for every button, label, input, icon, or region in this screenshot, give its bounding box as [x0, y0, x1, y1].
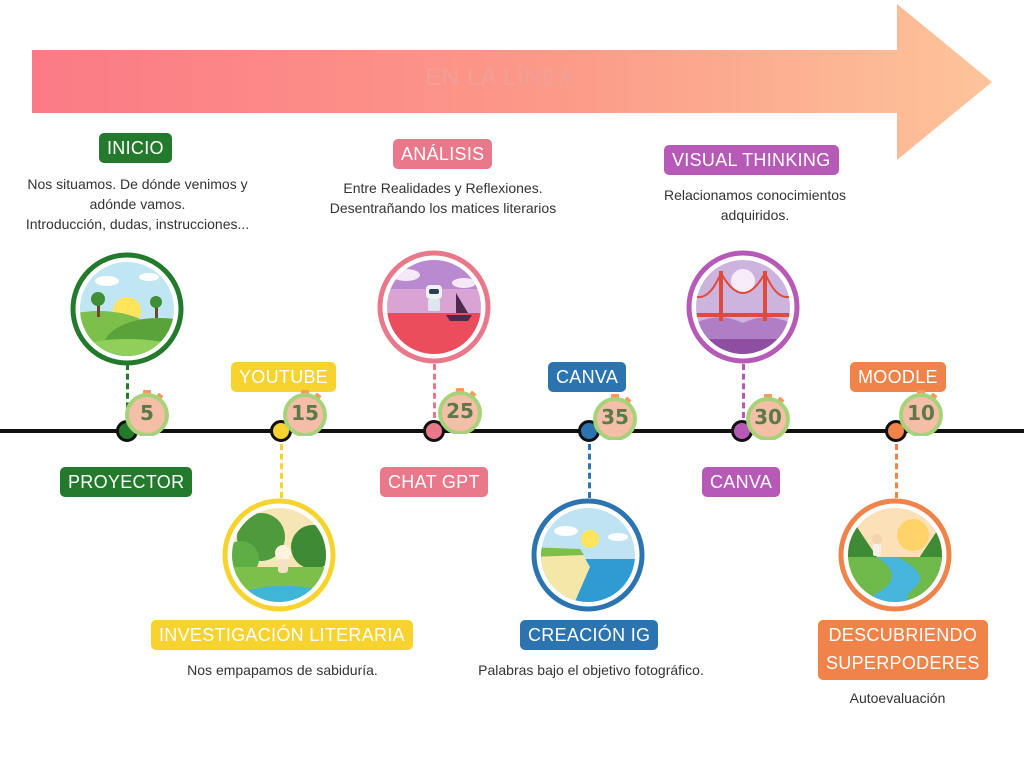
description-line: Nos situamos. De dónde venimos y: [27, 176, 248, 192]
robot-sailboat-icon: [377, 250, 491, 364]
tool-tag-moodle: MOODLE: [850, 362, 946, 392]
sunrise-hills-icon: [70, 252, 184, 366]
stage-title-descubriendo-superpoderes: DESCUBRIENDO SUPERPODERES: [818, 620, 988, 680]
stage-title-creacion-ig: CREACIÓN IG: [520, 620, 659, 650]
title-line: DESCUBRIENDO: [828, 625, 978, 645]
description-line: Relacionamos conocimientos: [663, 187, 847, 203]
description-line: Introducción, dudas, instrucciones...: [25, 216, 250, 232]
duration-label: 25: [446, 399, 474, 423]
title-line: SUPERPODERES: [826, 653, 980, 673]
page-title: EN LA LÍNEA: [425, 64, 575, 91]
connector-analisis: [433, 364, 436, 418]
description-line: Desentrañando los matices literarios: [329, 200, 557, 216]
stage-title-investigacion-literaria: INVESTIGACIÓN LITERARIA: [151, 620, 413, 650]
stopwatch-icon: 25: [437, 388, 483, 435]
connector-investigacion: [280, 444, 283, 498]
stage-title-analisis: ANÁLISIS: [393, 139, 493, 169]
connector-inicio: [126, 364, 129, 418]
duration-label: 30: [754, 405, 782, 429]
forest-river-icon: [222, 498, 336, 612]
description-line: Nos empapamos de sabiduría.: [187, 662, 378, 678]
stage-title-inicio: INICIO: [99, 133, 172, 163]
golden-gate-bridge-icon: [686, 250, 800, 364]
stopwatch-icon: 30: [745, 394, 791, 441]
stopwatch-icon: 15: [282, 390, 328, 437]
timeline-line: [0, 429, 1024, 433]
coast-cliffs-icon: [531, 498, 645, 612]
timeline-dot-superpoderes: [885, 420, 907, 442]
tool-tag-chat-gpt: CHAT GPT: [380, 467, 488, 497]
tool-tag-proyector: PROYECTOR: [60, 467, 193, 497]
tool-tag-youtube: YOUTUBE: [231, 362, 337, 392]
stage-description-creacion: Palabras bajo el objetivo fotográfico.: [460, 660, 722, 680]
duration-label: 5: [140, 401, 154, 425]
connector-visual-thinking: [742, 364, 745, 418]
stage-title-visual-thinking: VISUAL THINKING: [664, 145, 839, 175]
description-line: adónde vamos.: [89, 196, 186, 212]
description-line: Palabras bajo el objetivo fotográfico.: [478, 662, 704, 678]
description-line: Autoevaluación: [849, 690, 946, 706]
stage-description-superpoderes: Autoevaluación: [820, 688, 975, 708]
connector-creacion: [588, 444, 591, 498]
header-arrow: [32, 4, 992, 160]
stage-description-analisis: Entre Realidades y Reflexiones. Desentra…: [313, 178, 573, 218]
timeline-dot-analisis: [423, 420, 445, 442]
stage-description-investigacion: Nos empapamos de sabiduría.: [150, 660, 415, 680]
description-line: Entre Realidades y Reflexiones.: [343, 180, 543, 196]
duration-label: 35: [601, 405, 629, 429]
stage-description-inicio: Nos situamos. De dónde venimos y adónde …: [10, 174, 265, 234]
duration-label: 10: [907, 401, 935, 425]
stopwatch-icon: 10: [898, 390, 944, 437]
hiker-river-icon: [838, 498, 952, 612]
tool-tag-canva: CANVA: [548, 362, 627, 392]
stage-description-visual-thinking: Relacionamos conocimientos adquiridos.: [630, 185, 880, 225]
tool-tag-canva-visual: CANVA: [702, 467, 781, 497]
stopwatch-icon: 35: [592, 394, 638, 441]
stopwatch-icon: 5: [124, 390, 170, 437]
duration-label: 15: [291, 401, 319, 425]
connector-superpoderes: [895, 444, 898, 498]
description-line: adquiridos.: [720, 207, 790, 223]
